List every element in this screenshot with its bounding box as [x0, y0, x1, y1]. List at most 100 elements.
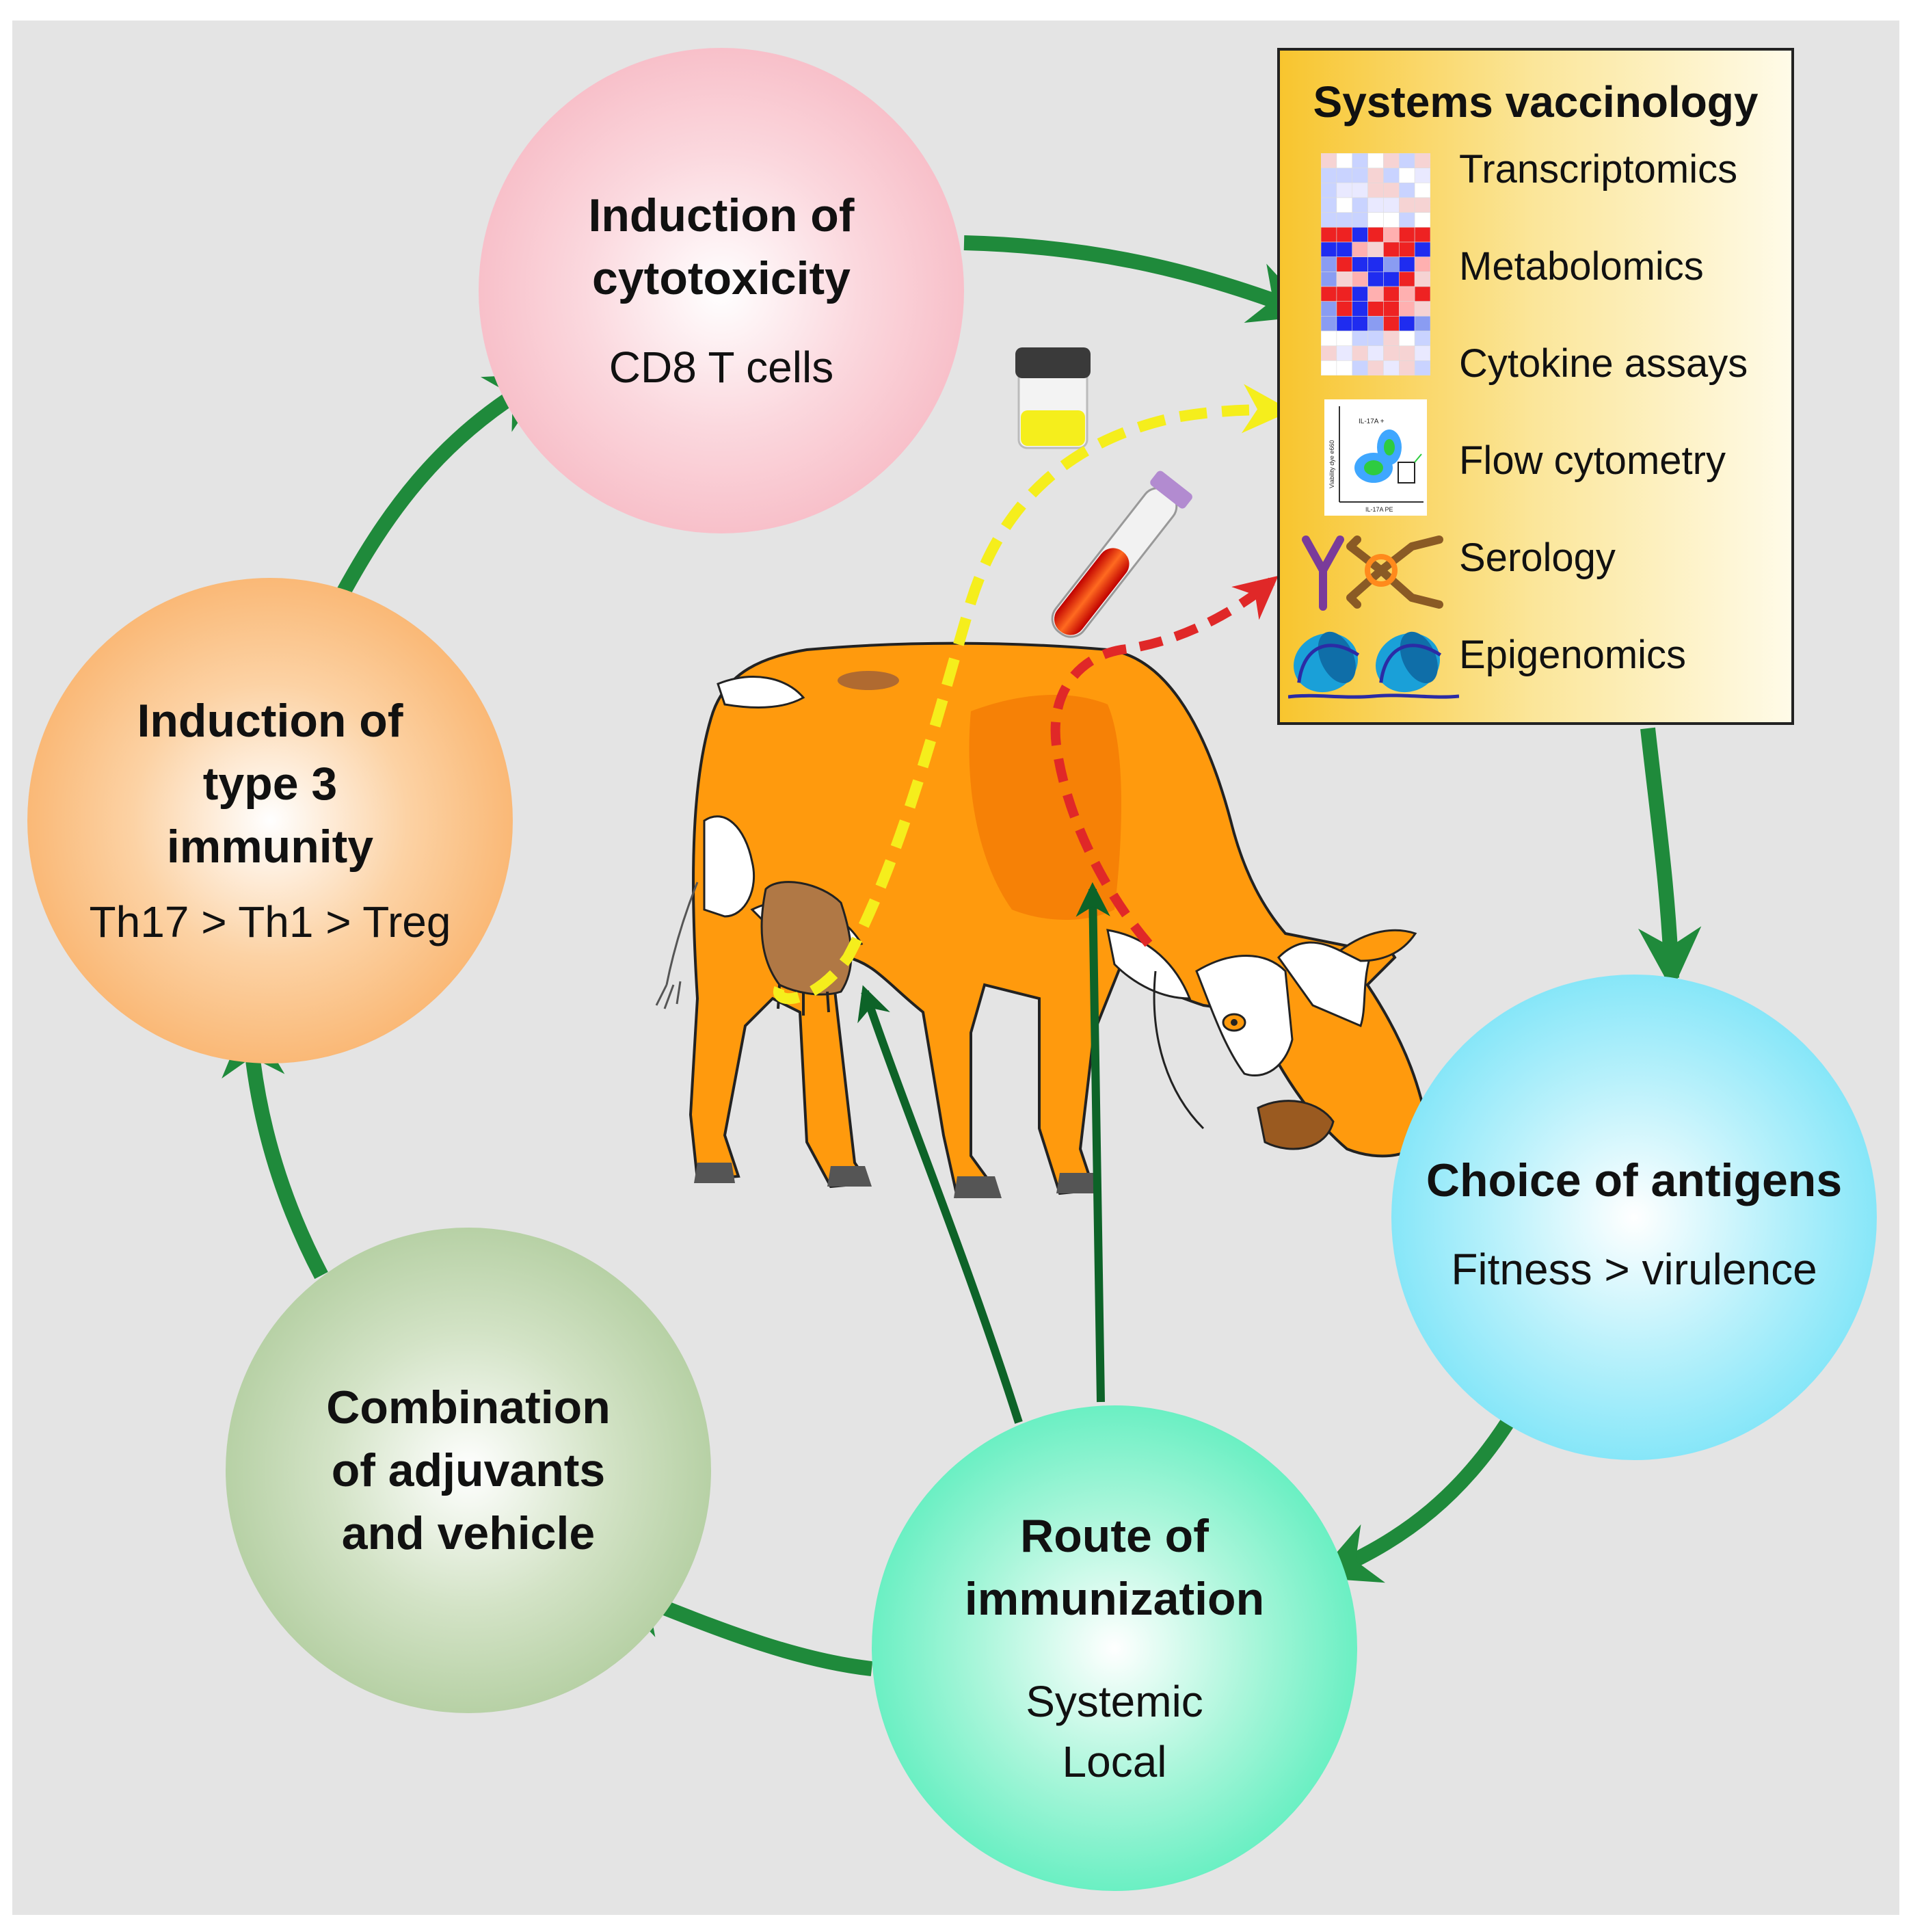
heatmap-cell: [1414, 256, 1430, 272]
adjuvants-title-line-1: Combination: [326, 1381, 611, 1433]
heatmap-cell: [1336, 241, 1353, 258]
cow-illustration: [655, 641, 1431, 1199]
heatmap-cell: [1352, 316, 1368, 332]
heatmap-cell: [1383, 330, 1400, 347]
heatmap-cell: [1399, 286, 1415, 302]
heatmap-cell: [1321, 241, 1337, 258]
route-title-line-1: Route of: [1020, 1510, 1209, 1562]
heatmap-cell: [1399, 197, 1415, 213]
antigens-title: Choice of antigens: [1426, 1154, 1843, 1206]
heatmap-cell: [1414, 301, 1430, 317]
heatmap-cell: [1414, 360, 1430, 375]
heatmap-cell: [1352, 256, 1368, 272]
heatmap-cell: [1367, 345, 1384, 361]
heatmap-cell: [1367, 316, 1384, 332]
heatmap-cell: [1414, 153, 1430, 169]
heatmap-cell: [1336, 330, 1353, 347]
heatmap-cell: [1352, 197, 1368, 213]
heatmap-cell: [1352, 272, 1368, 287]
type3-title: Induction of type 3 immunity: [137, 689, 403, 878]
heatmap-cell: [1321, 286, 1337, 302]
heatmap-cell: [1352, 301, 1368, 317]
cytotoxicity-subtitle: CD8 T cells: [609, 343, 834, 392]
adjuvants-title-line-2: of adjuvants: [331, 1444, 606, 1496]
heatmap-cell: [1399, 272, 1415, 287]
cytotoxicity-node: Induction of cytotoxicity CD8 T cells: [479, 48, 964, 533]
heatmap-cell: [1414, 227, 1430, 243]
heatmap-cell: [1414, 272, 1430, 287]
heatmap-cell: [1367, 286, 1384, 302]
heatmap-cell: [1367, 227, 1384, 243]
heatmap-cell: [1399, 153, 1415, 169]
heatmap-cell: [1383, 316, 1400, 332]
heatmap-cell: [1336, 227, 1353, 243]
heatmap-cell: [1336, 212, 1353, 228]
heatmap-cell: [1414, 168, 1430, 183]
route-title: Route of immunization: [965, 1505, 1264, 1630]
heatmap-cell: [1336, 182, 1353, 198]
item-cytokine-assays: Cytokine assays: [1459, 341, 1748, 386]
heatmap-icon: [1321, 153, 1430, 375]
heatmap-cell: [1352, 330, 1368, 347]
heatmap-cell: [1321, 360, 1337, 375]
heatmap-cell: [1367, 182, 1384, 198]
route-subtitle: Systemic Local: [1026, 1671, 1203, 1792]
heatmap-cell: [1414, 345, 1430, 361]
heatmap-cell: [1399, 168, 1415, 183]
blood-sample-path: [1050, 575, 1279, 947]
heatmap-cell: [1383, 345, 1400, 361]
type3-title-line-2: type 3: [202, 758, 338, 810]
type3-title-line-3: immunity: [166, 821, 374, 873]
route-sub-local: Local: [1062, 1737, 1167, 1786]
flow-plot-icon: IL-17A + IL-17A PE Viability dye e660: [1324, 399, 1427, 516]
heatmap-cell: [1352, 212, 1368, 228]
systems-vaccinology-title: Systems vaccinology: [1313, 77, 1759, 127]
heatmap-cell: [1336, 197, 1353, 213]
heatmap-cell: [1336, 168, 1353, 183]
arrow-route-to-neck: [1075, 882, 1110, 1403]
arrow-route-to-udder: [857, 985, 1023, 1424]
adjuvants-node: Combination of adjuvants and vehicle: [226, 1228, 711, 1713]
heatmap-cell: [1321, 256, 1337, 272]
heatmap-cell: [1336, 360, 1353, 375]
heatmap-cell: [1321, 182, 1337, 198]
heatmap-cell: [1321, 345, 1337, 361]
type3-subtitle: Th17 > Th1 > Treg: [89, 897, 451, 947]
heatmap-cell: [1414, 182, 1430, 198]
heatmap-cell: [1321, 168, 1337, 183]
type3-title-line-1: Induction of: [137, 695, 403, 747]
heatmap-cell: [1414, 316, 1430, 332]
heatmap-cell: [1367, 272, 1384, 287]
heatmap-cell: [1352, 286, 1368, 302]
heatmap-cell: [1383, 256, 1400, 272]
cytotoxicity-title: Induction of cytotoxicity: [588, 184, 854, 310]
heatmap-cell: [1383, 227, 1400, 243]
heatmap-cell: [1383, 360, 1400, 375]
heatmap-cell: [1383, 286, 1400, 302]
heatmap-cell: [1367, 153, 1384, 169]
heatmap-cell: [1336, 301, 1353, 317]
heatmap-cell: [1336, 272, 1353, 287]
heatmap-cell: [1367, 241, 1384, 258]
cytotoxicity-title-line-2: cytotoxicity: [592, 252, 851, 304]
heatmap-cell: [1399, 241, 1415, 258]
heatmap-cell: [1399, 330, 1415, 347]
heatmap-cell: [1367, 212, 1384, 228]
heatmap-cell: [1383, 197, 1400, 213]
heatmap-cell: [1414, 212, 1430, 228]
nucleosome-icon: [1288, 631, 1459, 699]
heatmap-cell: [1321, 272, 1337, 287]
heatmap-cell: [1414, 241, 1430, 258]
heatmap-cell: [1352, 227, 1368, 243]
heatmap-cell: [1321, 153, 1337, 169]
heatmap-cell: [1414, 286, 1430, 302]
heatmap-cell: [1352, 241, 1368, 258]
heatmap-cell: [1399, 182, 1415, 198]
arrow-type3-to-cytotox: [335, 373, 552, 599]
heatmap-cell: [1352, 168, 1368, 183]
route-title-line-2: immunization: [964, 1573, 1265, 1625]
heatmap-cell: [1399, 227, 1415, 243]
adjuvants-title: Combination of adjuvants and vehicle: [326, 1376, 611, 1565]
heatmap-cell: [1321, 301, 1337, 317]
